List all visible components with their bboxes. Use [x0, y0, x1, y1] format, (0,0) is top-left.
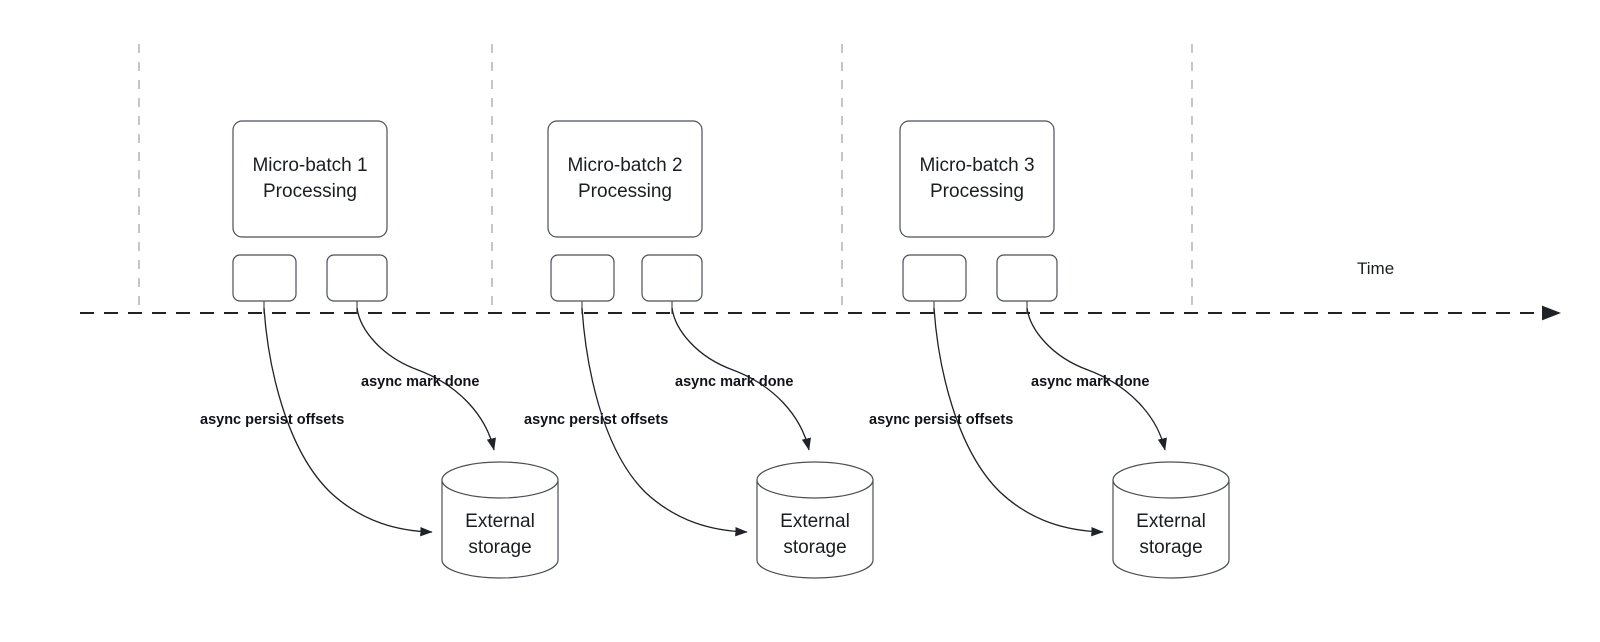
- external-storage-cylinder-2[interactable]: [756, 461, 874, 579]
- async-mark-done-label-3: async mark done: [1031, 374, 1149, 390]
- external-storage-label-1-line1: External: [465, 511, 535, 532]
- async-persist-offsets-label-1: async persist offsets: [200, 412, 344, 428]
- micro-batch-group-2: Micro-batch 2 Processing async persist o…: [524, 120, 874, 579]
- async-mark-done-label-1: async mark done: [361, 374, 479, 390]
- time-axis-label: Time: [1357, 259, 1394, 278]
- micro-batch-2-label-line1: Micro-batch 2: [567, 155, 682, 176]
- micro-batch-1-label-line1: Micro-batch 1: [252, 155, 367, 176]
- tick-lines: [138, 44, 1193, 313]
- external-storage-label-1-line2: storage: [468, 537, 531, 558]
- micro-batch-2-box[interactable]: [547, 120, 703, 238]
- mark-done-task-2[interactable]: [641, 254, 703, 302]
- micro-batch-3-label-line1: Micro-batch 3: [919, 155, 1034, 176]
- micro-batch-1-label-line2: Processing: [263, 181, 357, 202]
- async-persist-offsets-label-3: async persist offsets: [869, 412, 1013, 428]
- async-mark-done-edge-3[interactable]: [1026, 307, 1167, 451]
- external-storage-label-2-line1: External: [780, 511, 850, 532]
- async-persist-offsets-edge-1[interactable]: [263, 307, 433, 537]
- async-persist-offsets-label-2: async persist offsets: [524, 412, 668, 428]
- external-storage-label-3-line2: storage: [1139, 537, 1202, 558]
- persist-offsets-task-2[interactable]: [550, 254, 615, 302]
- micro-batch-3-label-line2: Processing: [930, 181, 1024, 202]
- external-storage-label-2-line2: storage: [783, 537, 846, 558]
- external-storage-label-3-line1: External: [1136, 511, 1206, 532]
- persist-offsets-task-1[interactable]: [232, 254, 297, 302]
- micro-batch-3-box[interactable]: [899, 120, 1055, 238]
- external-storage-cylinder-1[interactable]: [441, 461, 559, 579]
- micro-batch-2-label-line2: Processing: [578, 181, 672, 202]
- micro-batch-group-1: Micro-batch 1 Processing async persist o…: [200, 120, 559, 579]
- async-mark-done-edge-2[interactable]: [671, 307, 811, 451]
- external-storage-cylinder-3[interactable]: [1112, 461, 1230, 579]
- async-persist-offsets-edge-3[interactable]: [933, 307, 1104, 537]
- micro-batch-1-box[interactable]: [232, 120, 388, 238]
- micro-batch-group-3: Micro-batch 3 Processing async persist o…: [869, 120, 1230, 579]
- async-mark-done-edge-1[interactable]: [356, 307, 496, 451]
- persist-offsets-task-3[interactable]: [902, 254, 967, 302]
- async-mark-done-label-2: async mark done: [675, 374, 793, 390]
- async-persist-offsets-edge-2[interactable]: [581, 307, 748, 537]
- mark-done-task-3[interactable]: [996, 254, 1058, 302]
- mark-done-task-1[interactable]: [326, 254, 388, 302]
